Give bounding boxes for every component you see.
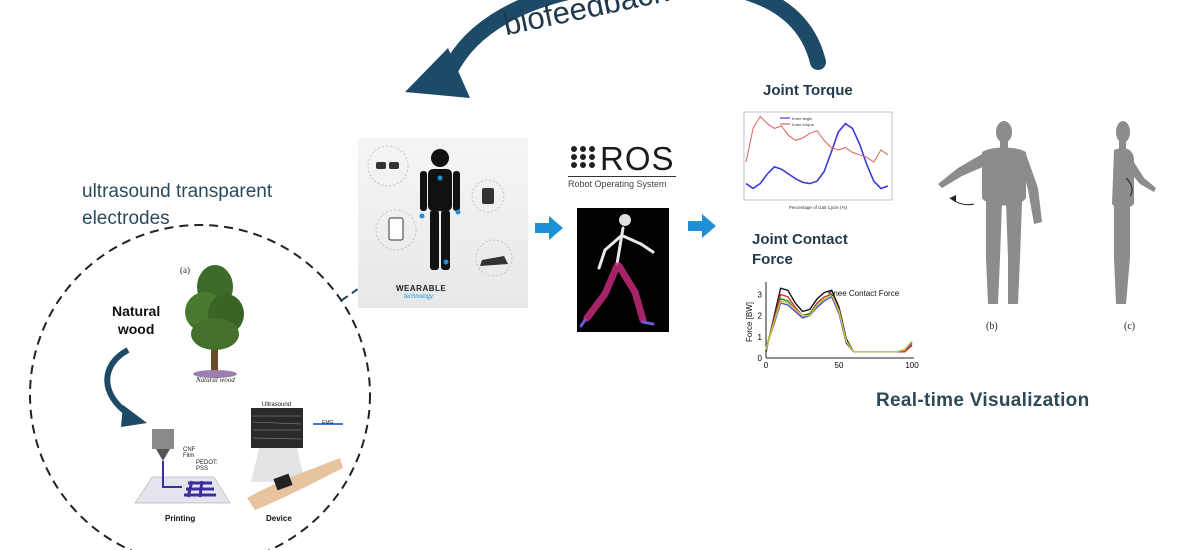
tree-icon bbox=[185, 265, 244, 378]
ros-logo-text: ROS bbox=[600, 140, 675, 177]
joint-torque-chart: Knee angle Knee torque Percentage of Gai… bbox=[743, 111, 893, 210]
wearable-label: WEARABLE bbox=[396, 284, 447, 293]
torque-legend: Knee angle Knee torque bbox=[780, 116, 815, 127]
avatar-3d-figures bbox=[938, 121, 1156, 304]
torque-legend-angle: Knee angle bbox=[792, 116, 813, 121]
contact-xtick-0: 0 bbox=[764, 361, 769, 370]
flow-arrow-1-icon bbox=[535, 216, 563, 240]
joint-contact-force-title: Joint Contact Force bbox=[752, 231, 848, 268]
contact-series-4 bbox=[765, 293, 913, 353]
contact-series-3 bbox=[765, 295, 913, 353]
avatar-side-icon bbox=[1112, 121, 1156, 304]
torque-series-1 bbox=[745, 115, 889, 163]
ros-dots-icon bbox=[571, 146, 595, 168]
wearable-technology-panel bbox=[358, 138, 528, 308]
flow-arrow-2-icon bbox=[688, 214, 716, 238]
shoe-icon bbox=[480, 256, 508, 266]
printing-label: Printing bbox=[165, 514, 196, 523]
musculoskeletal-model-panel bbox=[577, 208, 669, 332]
device-label: Device bbox=[266, 514, 292, 523]
figure-label-c: (c) bbox=[1124, 321, 1136, 332]
phone-icon bbox=[388, 217, 404, 241]
emg-label: EMG bbox=[322, 420, 334, 426]
contact-ylabel: Force [BW] bbox=[745, 302, 754, 342]
contact-ytick-2: 2 bbox=[758, 312, 763, 321]
contact-ytick-1: 1 bbox=[758, 333, 763, 342]
rotation-arrow-icon bbox=[949, 197, 975, 206]
pedot-label: PEDOT: PSS bbox=[196, 460, 218, 472]
torque-xlabel: Percentage of Gait Cycle (%) bbox=[789, 205, 848, 210]
contact-xtick-1: 50 bbox=[835, 361, 844, 370]
cnf-label: CNF Film bbox=[183, 447, 196, 459]
realtime-visualization-title: Real-time Visualization bbox=[876, 390, 1090, 411]
device-panel bbox=[245, 402, 345, 514]
joint-torque-title: Joint Torque bbox=[763, 82, 853, 99]
contact-chart-label: Knee Contact Force bbox=[828, 289, 900, 298]
contact-ytick-0: 0 bbox=[758, 354, 763, 363]
avatar-front-icon bbox=[938, 121, 1042, 304]
natural-wood-label: Natural wood bbox=[112, 303, 161, 337]
electrodes-title: ultrasound transparent electrodes bbox=[82, 181, 273, 229]
ros-subtitle: Robot Operating System bbox=[568, 176, 676, 189]
contact-ytick-3: 3 bbox=[758, 291, 763, 300]
figure-label-b: (b) bbox=[986, 321, 998, 332]
natural-wood-caption: Natural wood bbox=[196, 376, 235, 384]
electrodes-dashed-circle bbox=[29, 224, 371, 550]
glasses-icon bbox=[376, 162, 399, 169]
torque-legend-torque: Knee torque bbox=[792, 122, 815, 127]
printing-panel bbox=[130, 425, 235, 520]
curved-arrow-icon bbox=[104, 347, 147, 427]
wearable-sublabel: technology bbox=[404, 294, 434, 300]
panel-label-a: (a) bbox=[180, 265, 190, 275]
torque-series-0 bbox=[745, 122, 889, 190]
smartwatch-icon bbox=[482, 188, 494, 204]
knee-contact-force-chart: 0 50 100 0 1 2 3 Knee Contact Force Force [BW] bbox=[745, 282, 919, 370]
arrow-head-icon bbox=[405, 48, 470, 98]
person-silhouette-icon bbox=[420, 149, 460, 270]
ultrasound-label: Ultrasound bbox=[262, 402, 292, 408]
contact-xtick-2: 100 bbox=[905, 361, 919, 370]
